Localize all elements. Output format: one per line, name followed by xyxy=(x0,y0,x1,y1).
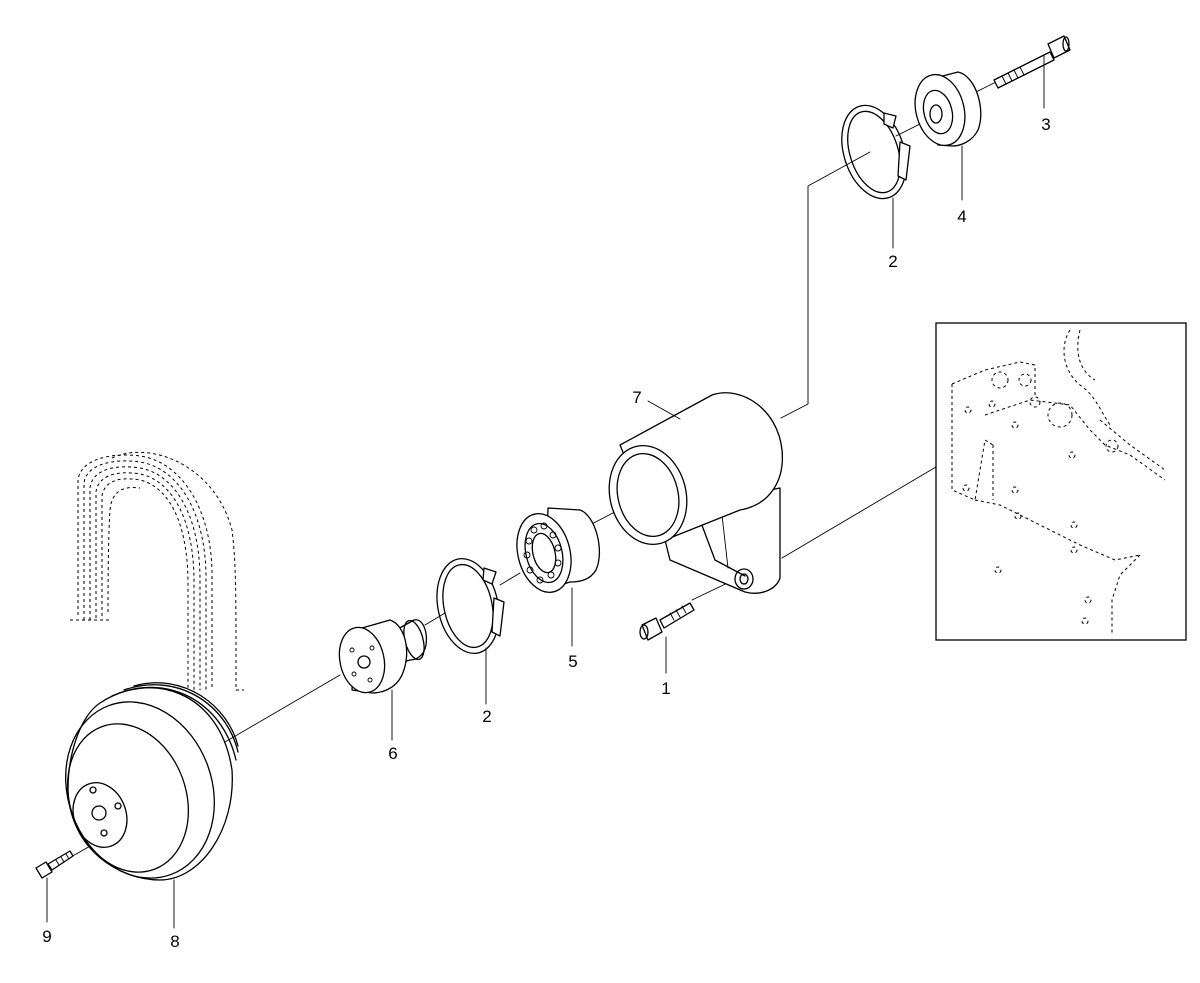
callout-labels: 1 2 2 3 4 5 6 7 8 9 xyxy=(42,115,1050,951)
ball-bearing xyxy=(516,507,600,593)
callout-1: 1 xyxy=(661,679,670,698)
callout-2-lower: 2 xyxy=(482,707,491,726)
mounting-bolt xyxy=(639,602,695,641)
pulley-bolt xyxy=(35,850,74,879)
hub-flange xyxy=(338,619,428,694)
callout-6: 6 xyxy=(388,744,397,763)
callout-9: 9 xyxy=(42,927,51,946)
idler-bolt xyxy=(993,35,1071,89)
idler-pulley xyxy=(914,71,982,147)
snap-ring-upper xyxy=(841,104,911,200)
callout-3: 3 xyxy=(1041,115,1050,134)
callout-8: 8 xyxy=(170,932,179,951)
pulley xyxy=(65,682,239,881)
callout-leaders xyxy=(46,55,1045,929)
drive-belt xyxy=(70,451,244,691)
tensioner-arm xyxy=(608,392,784,594)
engine-block-inset xyxy=(935,322,1187,641)
callout-5: 5 xyxy=(568,652,577,671)
callout-2-upper: 2 xyxy=(888,252,897,271)
callout-7: 7 xyxy=(632,388,641,407)
snap-ring-lower xyxy=(436,557,505,655)
callout-4: 4 xyxy=(957,207,966,226)
